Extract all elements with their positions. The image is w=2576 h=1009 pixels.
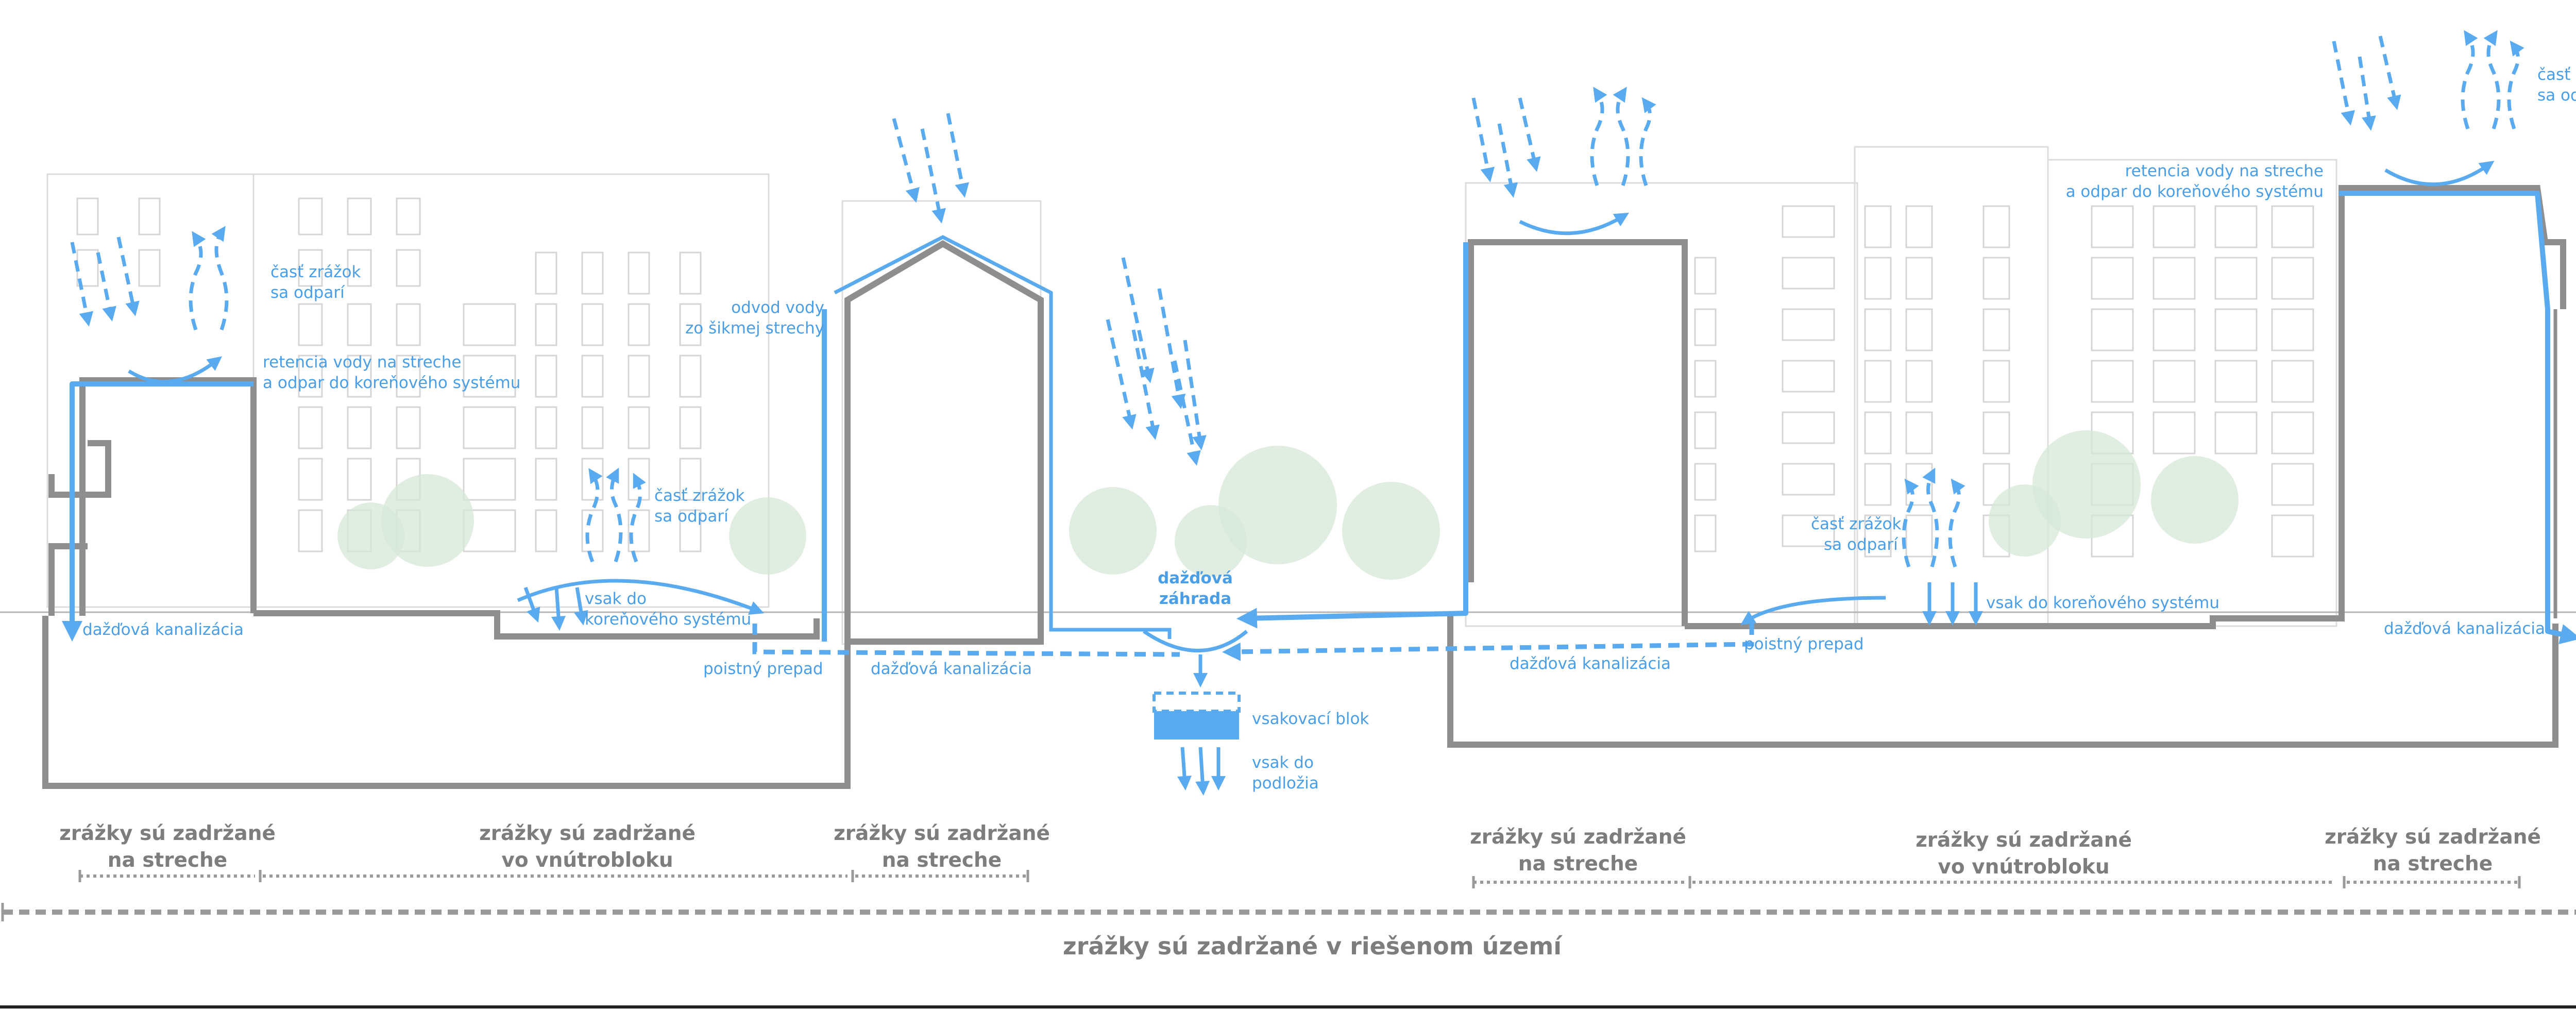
zone-1-line1: zrážky sú zadržané	[59, 822, 276, 845]
zone-3-line1: zrážky sú zadržané	[834, 822, 1050, 845]
label-evap-left-1: časť zrážok	[270, 263, 361, 281]
label-evap-left-2: sa odparí	[270, 283, 345, 302]
soakaway-block	[1154, 711, 1239, 739]
zone-2-line2: vo vnútrobloku	[501, 849, 673, 872]
label-retention-left-1: retencia vody na streche	[263, 353, 461, 372]
label-drain-far-right: dažďová kanalizácia	[2384, 619, 2545, 638]
total-zone-label: zrážky sú zadržané v riešenom území	[1063, 932, 1563, 960]
label-evap-right-2: sa odparí	[2537, 86, 2576, 105]
label-infiltration-ground-2: podložia	[1252, 774, 1319, 793]
zone-2-line1: zrážky sú zadržané	[479, 822, 696, 845]
label-evap-right-1: časť zrážok	[2537, 65, 2576, 84]
zone-labels: zrážky sú zadržané na streche zrážky sú …	[59, 822, 2541, 960]
label-soakaway: vsakovací blok	[1252, 710, 1369, 728]
zone-4-line2: na streche	[1518, 852, 1638, 876]
label-evap-yard-right-2: sa odparí	[1824, 535, 1899, 554]
label-drain-right: dažďová kanalizácia	[1510, 654, 1671, 673]
label-infiltration-left-2: koreňového systému	[585, 610, 751, 629]
zone-1-line2: na streche	[108, 849, 228, 872]
label-retention-right-1: retencia vody na streche	[2125, 162, 2324, 180]
zone-5-line2: vo vnútrobloku	[1938, 855, 2109, 879]
label-pitched-roof-1: odvod vody	[731, 298, 824, 317]
label-overflow-left: poistný prepad	[703, 660, 823, 678]
label-infiltration-ground-1: vsak do	[1252, 753, 1314, 772]
label-rain-garden-1: dažďová	[1158, 569, 1233, 587]
label-overflow-right: poistný prepad	[1744, 635, 1864, 653]
label-evap-yard-left-2: sa odparí	[654, 507, 729, 526]
label-rain-garden-2: záhrada	[1159, 590, 1231, 608]
label-infiltration-right: vsak do koreňového systému	[1986, 594, 2219, 612]
label-drain-left: dažďová kanalizácia	[82, 620, 244, 639]
label-evap-yard-right-1: časť zrážok	[1811, 515, 1901, 533]
zone-dimensions	[3, 870, 2576, 921]
zone-5-line1: zrážky sú zadržané	[1916, 829, 2132, 852]
zone-6-line1: zrážky sú zadržané	[2325, 826, 2541, 849]
zone-3-line2: na streche	[882, 849, 1002, 872]
label-evap-yard-left-1: časť zrážok	[654, 486, 744, 505]
label-retention-left-2: a odpar do koreňového systému	[263, 374, 520, 392]
label-drain-mid: dažďová kanalizácia	[871, 660, 1032, 678]
label-pitched-roof-2: zo šikmej strechy	[685, 319, 824, 338]
label-retention-right-2: a odpar do koreňového systému	[2066, 182, 2324, 201]
zone-4-line1: zrážky sú zadržané	[1470, 826, 1686, 849]
zone-6-line2: na streche	[2373, 852, 2493, 876]
label-infiltration-left-1: vsak do	[585, 590, 647, 608]
